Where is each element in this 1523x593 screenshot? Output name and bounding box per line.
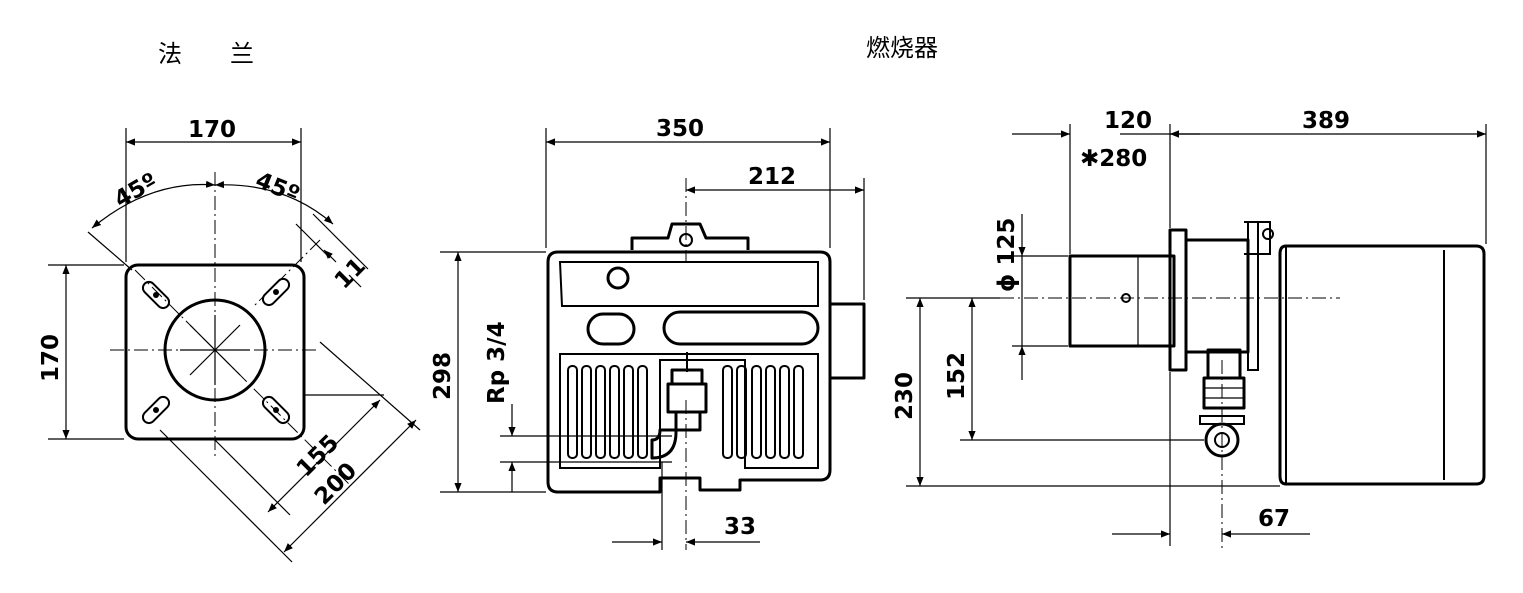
side-axis-152: 152	[944, 352, 970, 400]
flange-angle-right: 45º	[252, 167, 303, 208]
front-height-dim: 298	[430, 352, 456, 400]
side-tube-diameter: ϕ 125	[994, 218, 1020, 292]
caption-burner: 燃烧器	[866, 34, 938, 62]
side-tube-length: 120	[1104, 108, 1152, 134]
front-view: 350 212 298 Rp 3/4 33	[430, 116, 866, 550]
side-view: 120 ✱280 389 ϕ 125 152 230 67	[892, 108, 1487, 548]
flange-bolt-hole-dim: 11	[330, 253, 371, 294]
flange-width-dim: 170	[188, 117, 236, 143]
side-axis-230: 230	[892, 372, 918, 420]
front-212-dim: 212	[748, 164, 796, 190]
burner-motor-housing	[1278, 244, 1486, 486]
blast-tube	[1068, 254, 1176, 348]
flange-angle-left: 45º	[110, 168, 162, 213]
burner-housing-front	[546, 250, 832, 494]
flange-height-dim: 170	[38, 334, 64, 382]
side-tube-length-alt: ✱280	[1080, 146, 1147, 172]
front-pipe-offset: 33	[724, 514, 756, 540]
flange-view: 170 170 45º 45º 11 155 200	[38, 117, 421, 563]
side-body-length: 389	[1302, 108, 1350, 134]
front-pipe-thread: Rp 3/4	[484, 321, 510, 404]
vent-slots	[567, 365, 804, 459]
side-pump-offset: 67	[1258, 506, 1290, 532]
caption-flange: 法 兰	[158, 40, 254, 68]
front-width-dim: 350	[656, 116, 704, 142]
